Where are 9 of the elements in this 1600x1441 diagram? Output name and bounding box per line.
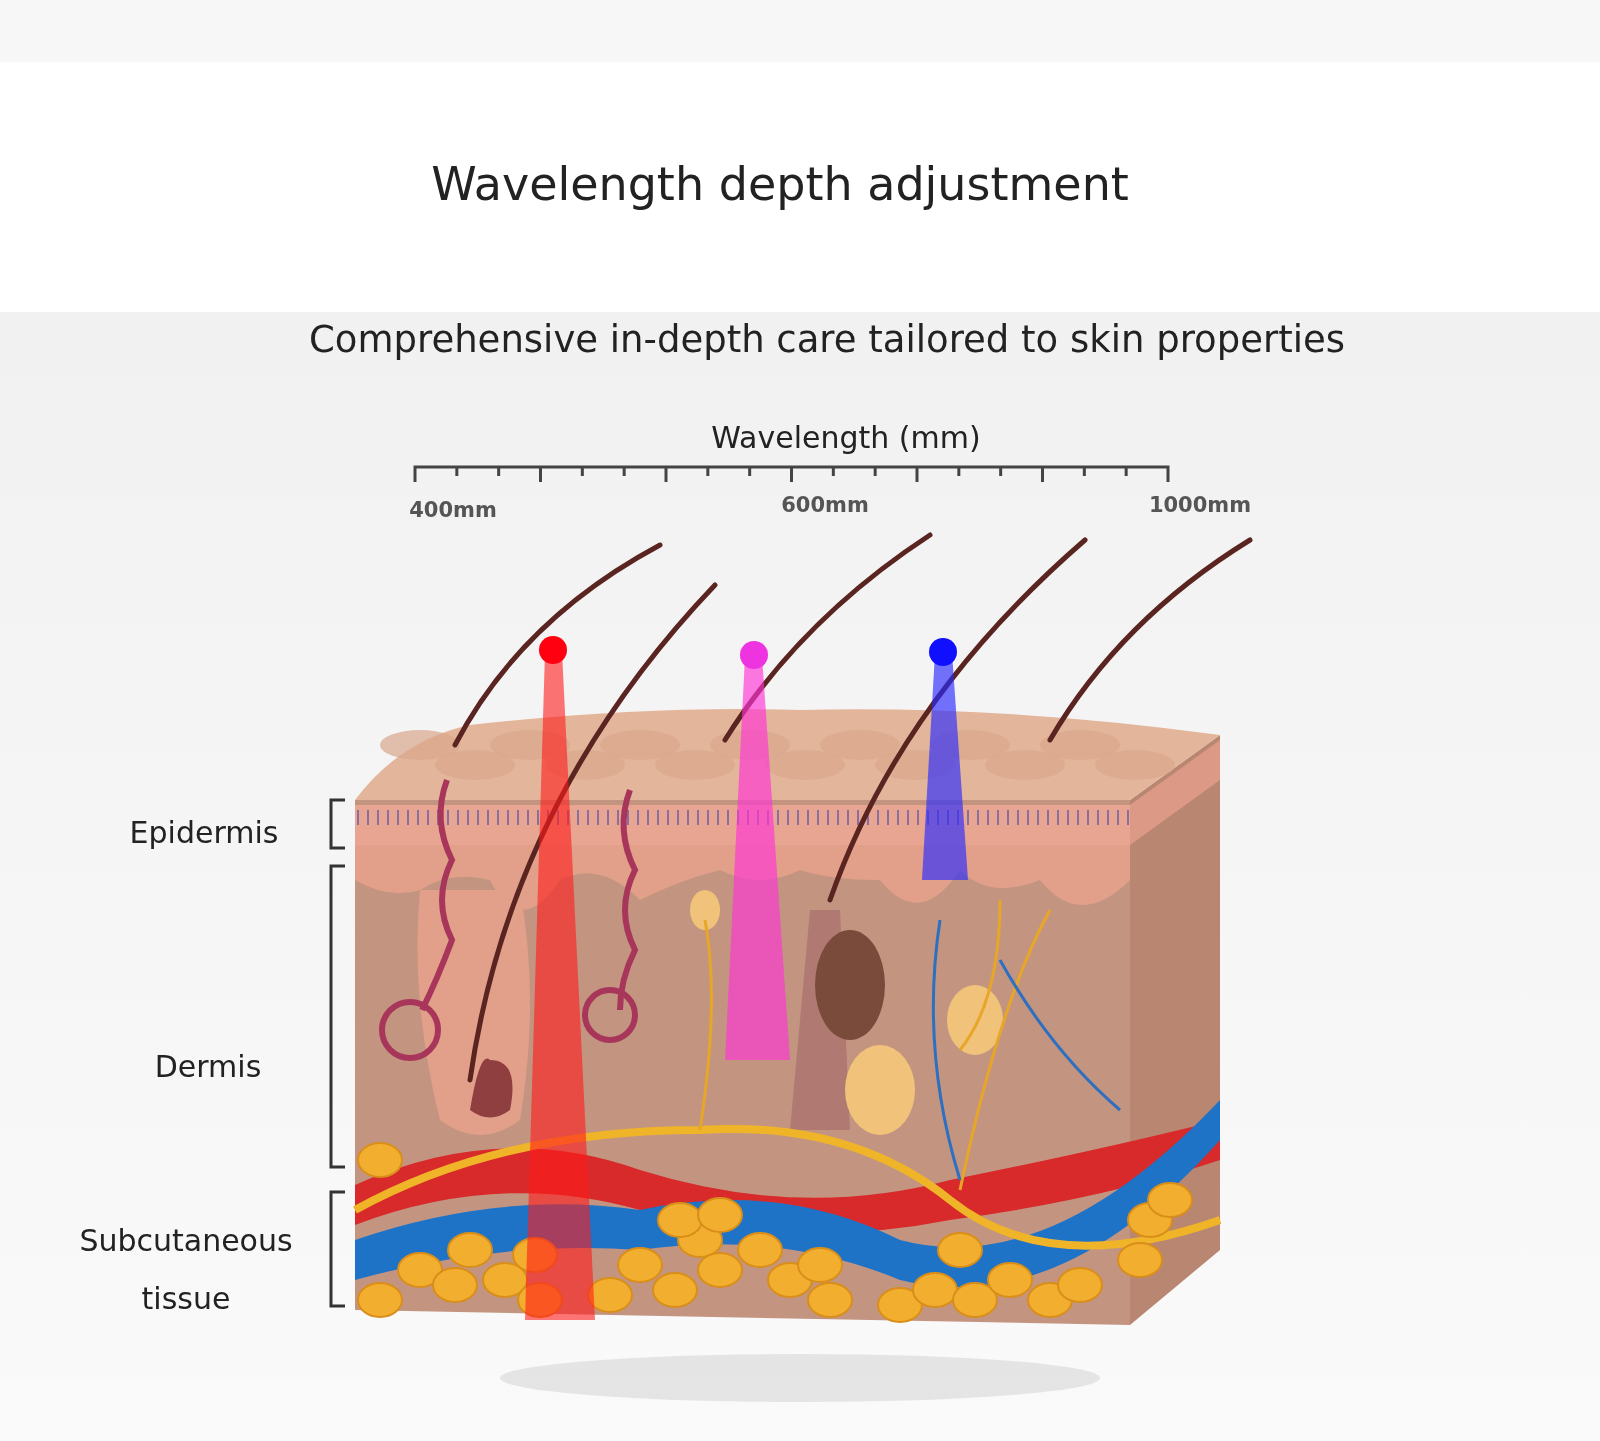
tick-label: 400mm	[409, 498, 497, 522]
tick-label: 600mm	[781, 493, 869, 517]
axis-title: Wavelength (mm)	[711, 419, 981, 455]
tick-label: 1000mm	[1148, 493, 1252, 517]
subtitle: Comprehensive in-depth care tailored to skin properties	[309, 317, 1345, 361]
title: Wavelength depth adjustment	[431, 157, 1129, 211]
layer-label: Epidermis	[129, 814, 279, 850]
layer-label: Dermis	[154, 1048, 262, 1084]
layer-label: Subcutaneous tissue	[78, 1222, 294, 1318]
